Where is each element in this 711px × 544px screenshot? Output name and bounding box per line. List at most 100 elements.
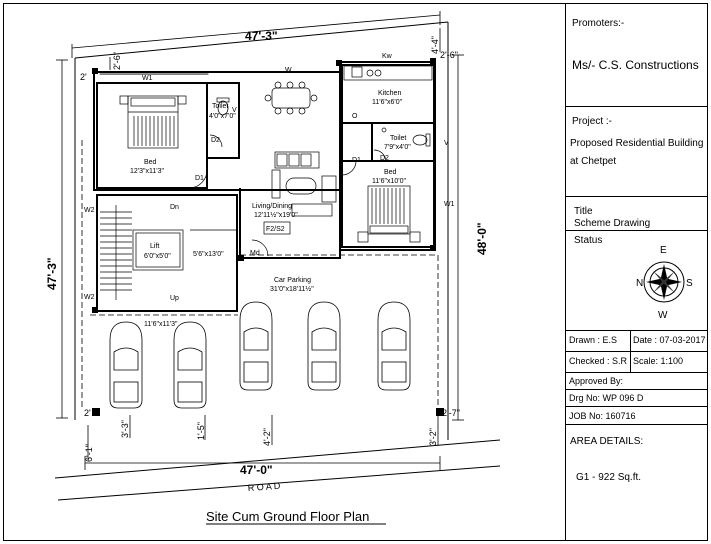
dim-front-3: 1'-5" (196, 422, 206, 440)
stair-lift (100, 205, 236, 300)
dim-top-left-offset: 2'-6" (112, 52, 122, 70)
approved-by: Approved By: (569, 376, 624, 386)
tb-sep-8 (565, 406, 707, 407)
label-kitchen: Kitchen (378, 90, 401, 97)
drawing-scale: Scale: 1:100 (633, 356, 684, 366)
drawn-by: Drawn : E.S (569, 335, 618, 345)
label-toilet1-size: 4'0"x7'0" (209, 113, 236, 120)
compass-e: E (660, 245, 667, 256)
tb-vsep (630, 330, 631, 372)
tag-kw: Kw (382, 53, 393, 60)
tb-sep-6 (565, 372, 707, 373)
compass-s: S (686, 278, 693, 289)
tb-sep-3 (565, 230, 707, 231)
tag-w2-b: W2 (84, 294, 95, 301)
f2s2-box (263, 221, 291, 235)
label-toilet2-size: 7'9"x4'0" (384, 144, 411, 151)
label-kitchen-size: 11'6"x6'0" (372, 99, 403, 106)
project-line1: Proposed Residential Building (570, 138, 704, 149)
dim-bottom-left-small: 2' (84, 408, 91, 418)
tb-sep-5 (565, 351, 707, 352)
parking-cars (109, 301, 411, 409)
label-lift-size: 6'0"x5'0" (144, 253, 171, 260)
title-label: Title (574, 206, 593, 217)
status-label: Status (574, 235, 603, 246)
sheet-border (3, 3, 708, 541)
kitchen-fixtures (343, 65, 433, 81)
title-value: Scheme Drawing (574, 218, 651, 229)
tag-d1-b: D1 (352, 157, 361, 164)
tag-d1-a: D1 (195, 175, 204, 182)
living-furniture (263, 81, 337, 235)
label-stair-size: 11'6"x11'3" (144, 321, 178, 328)
road (54, 439, 501, 501)
tag-v-b: V (444, 140, 449, 147)
label-bed1: Bed (144, 159, 157, 166)
road-label: R O A D (247, 481, 281, 493)
job-number: JOB No: 160716 (569, 411, 636, 421)
dim-front-1: 6'-1" (84, 444, 94, 462)
drawing-date: Date : 07-03-2017 (633, 335, 706, 345)
label-f2s2: F2/S2 (266, 226, 285, 233)
doors (189, 134, 387, 257)
label-lobby-size: 5'6"x13'0" (193, 251, 224, 258)
checked-by: Checked : S.R (569, 356, 628, 366)
tb-sep-7 (565, 389, 707, 390)
building-thin-walls (94, 73, 238, 191)
plan-caption: Site Cum Ground Floor Plan (206, 509, 369, 524)
dim-bottom: 47'-0" (240, 463, 273, 477)
dim-front-4: 4'-2" (262, 428, 272, 446)
label-bed2-size: 11'6"x10'0" (372, 178, 406, 185)
label-parking-size: 31'0"x18'11½" (270, 285, 314, 293)
dimension-lines (56, 11, 464, 470)
label-living: Living/Dining (252, 203, 292, 210)
compass-w: W (658, 310, 668, 321)
tb-sep-9 (565, 424, 707, 425)
tag-d2-b: D2 (380, 155, 389, 162)
compass-n: N (636, 278, 643, 289)
site-boundary (74, 21, 449, 440)
area-value: G1 - 922 Sq.ft. (576, 472, 642, 483)
project-label: Project :- (572, 116, 613, 127)
tag-v-a: V (232, 107, 237, 114)
dim-top-right-offset: 4'-4" (430, 36, 440, 54)
dim-top: 47'-3" (245, 29, 278, 43)
label-living-size: 12'11½"x19'0" (254, 211, 298, 219)
label-bed2: Bed (384, 169, 397, 176)
dim-right-top-offset: 2'-6" (440, 50, 458, 60)
promoter-name: Ms/- C.S. Constructions (572, 58, 699, 72)
dim-front-5: 3'-2" (428, 428, 438, 446)
tb-sep-1 (565, 106, 707, 107)
tb-sep-4 (565, 330, 707, 331)
dim-front-2: 3'-3" (120, 420, 130, 438)
toilet-fixtures (216, 97, 431, 147)
tag-w1-top: W1 (142, 75, 153, 82)
label-parking: Car Parking (274, 277, 311, 284)
tag-o: O (352, 113, 358, 120)
dim-left: 47'-3" (45, 257, 59, 290)
tag-w2-a: W2 (84, 207, 95, 214)
label-lift: Lift (150, 243, 159, 250)
promoters-label: Promoters:- (572, 18, 625, 29)
project-line2: at Chetpet (570, 156, 617, 167)
tag-w1-right: W1 (444, 201, 455, 208)
tag-up: Up (170, 295, 179, 302)
area-label: AREA DETAILS: (570, 436, 644, 447)
label-bed1-size: 12'3"x11'3" (130, 168, 164, 175)
label-toilet2: Toilet (390, 135, 406, 142)
label-toilet1: Toilet (212, 103, 228, 110)
tag-md: Md (250, 250, 260, 257)
columns (92, 58, 444, 416)
tag-dn: Dn (170, 204, 179, 211)
tb-sep-2 (565, 196, 707, 197)
tag-w-top: W (285, 67, 292, 74)
dim-left-small: 2' (80, 72, 87, 82)
compass-rose-icon (643, 261, 685, 303)
dim-right: 48'-0" (475, 222, 489, 255)
bed2-furniture (357, 185, 421, 243)
drawing-number: Drg No: WP 096 D (569, 393, 644, 403)
dim-right-bottom-offset: 2'-7" (442, 408, 460, 418)
bed1-furniture (119, 95, 187, 149)
